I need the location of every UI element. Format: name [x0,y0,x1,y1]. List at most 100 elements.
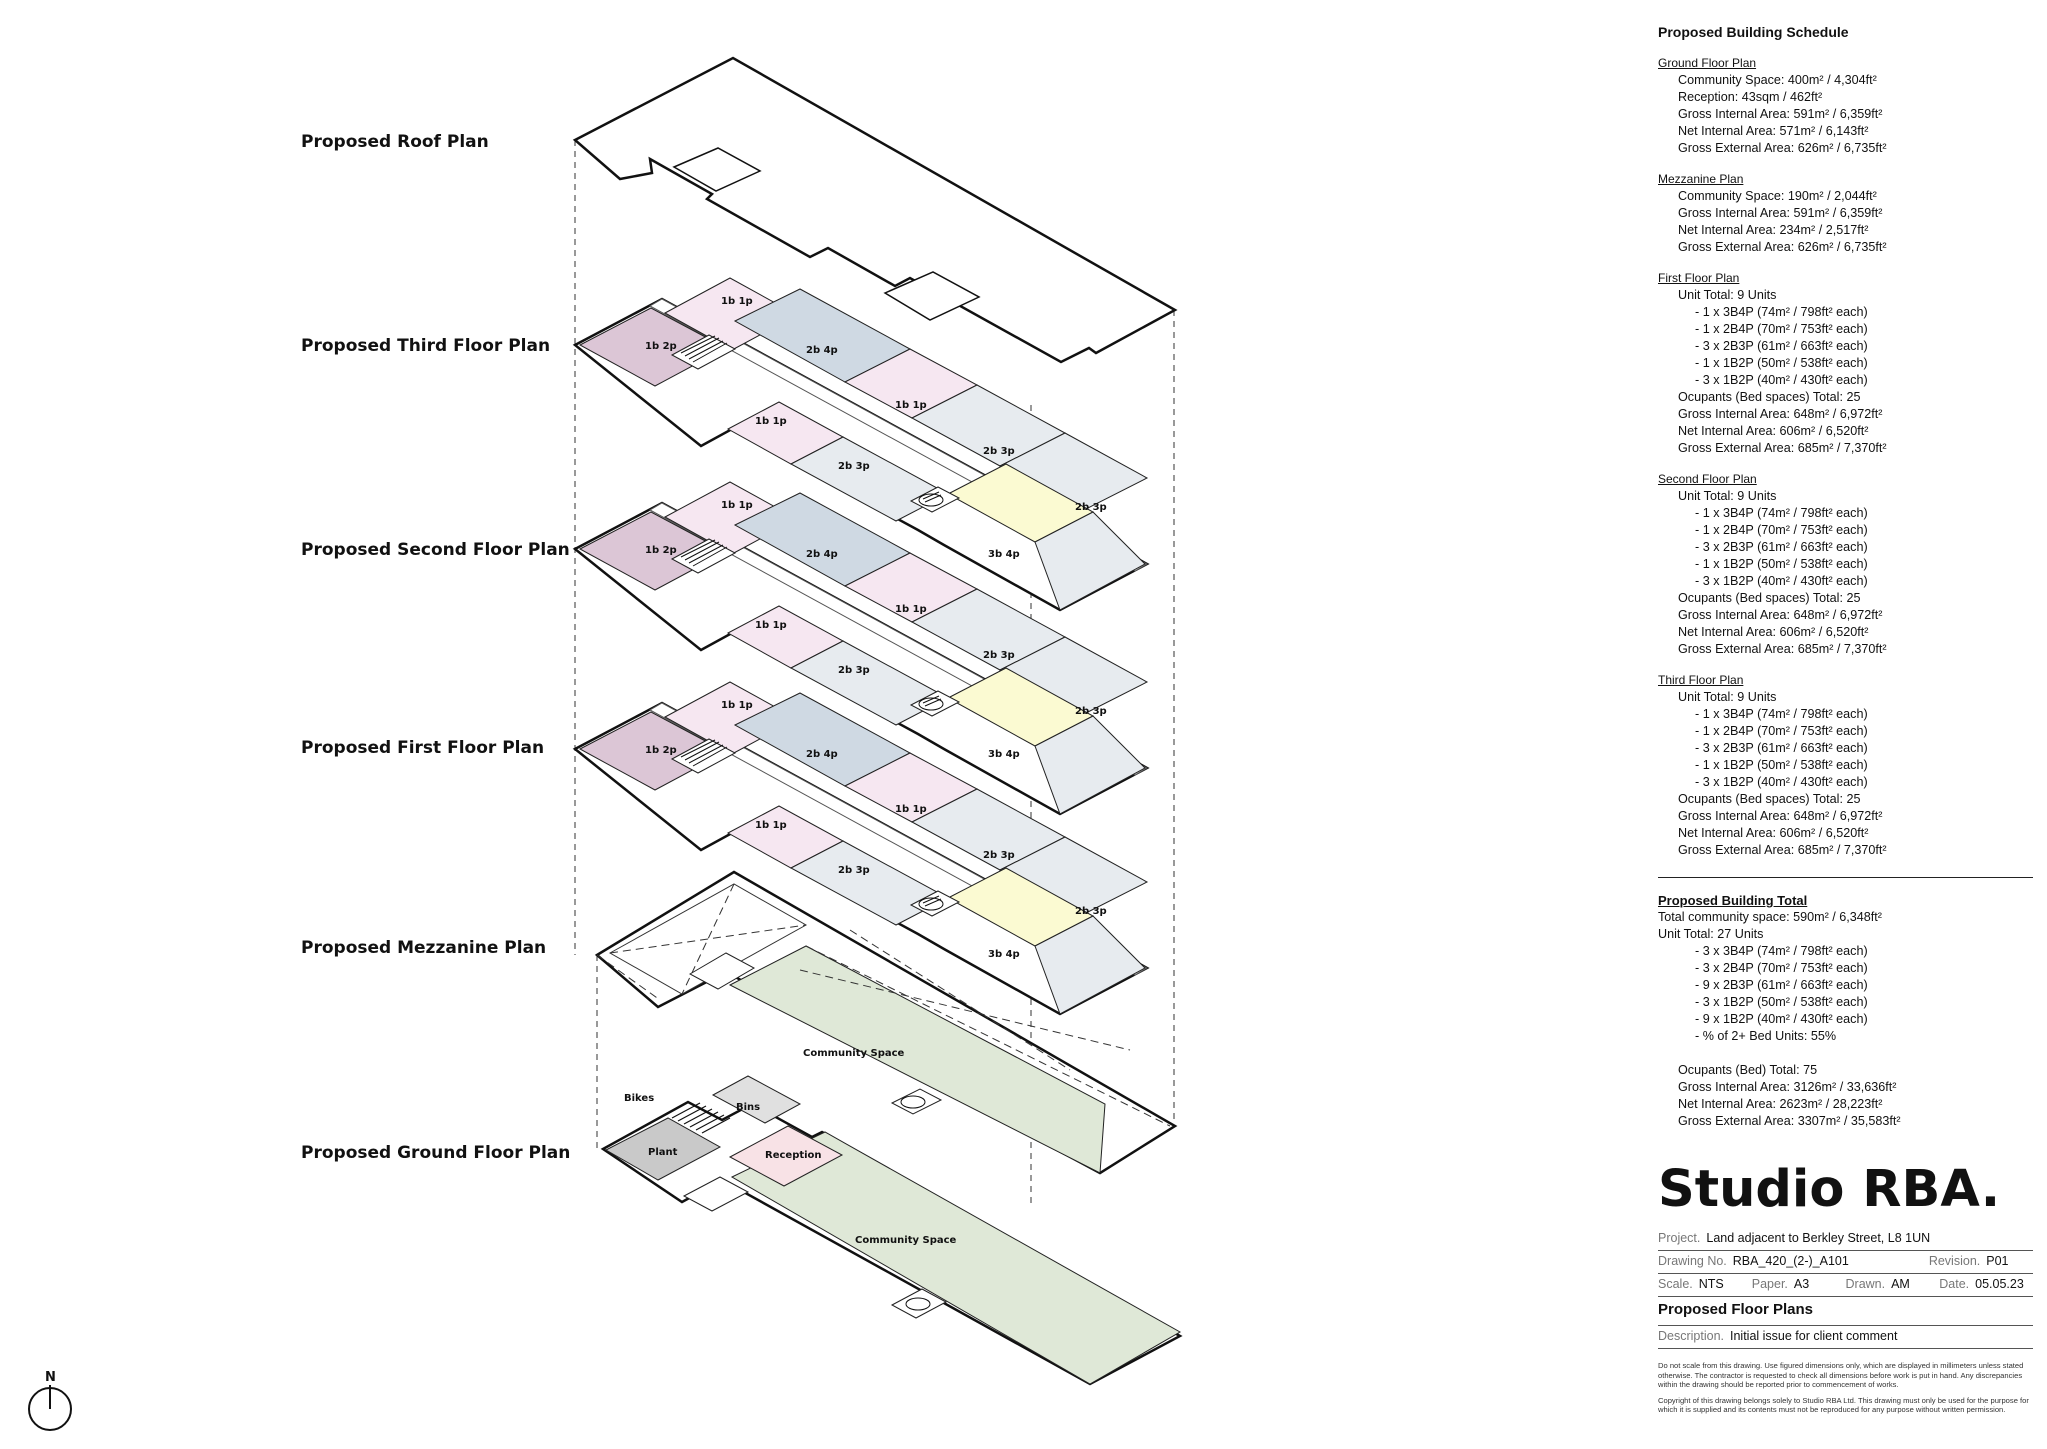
section-heading: Second Floor Plan [1658,472,1757,486]
revision-value: P01 [1986,1254,2009,1268]
paper-value: A3 [1793,1277,1810,1291]
schedule-line: Gross Internal Area: 591m² / 6,359ft² [1678,206,1883,220]
label-1b1p: 1b 1p [895,604,927,615]
schedule-line: - 1 x 2B4P (70m² / 753ft² each) [1695,724,1868,738]
label-3b4p: 3b 4p [988,749,1020,760]
schedule-line: Ocupants (Bed spaces) Total: 25 [1678,792,1861,806]
section-heading: Proposed Building Total [1658,893,1808,908]
label-2b3p: 2b 3p [838,461,870,472]
level-title-second: Proposed Second Floor Plan [301,540,570,560]
label-1b2p: 1b 2p [645,545,677,556]
date-value: 05.05.23 [1975,1277,2024,1291]
section-heading: Third Floor Plan [1658,673,1744,687]
label-plant: Plant [648,1147,678,1158]
label-2b4p: 2b 4p [806,345,838,356]
field-label: Scale. [1658,1277,1693,1291]
label-2b4p: 2b 4p [806,749,838,760]
schedule-line: Reception: 43sqm / 462ft² [1678,90,1823,104]
schedule-line: - 9 x 1B2P (40m² / 430ft² each) [1695,1012,1868,1026]
schedule-line: - 1 x 2B4P (70m² / 753ft² each) [1695,523,1868,537]
north-arrow-icon: N [28,1370,72,1431]
section-heading: Ground Floor Plan [1658,56,1757,70]
studio-logo: Studio RBA. [1658,1160,2001,1219]
project-row: Project.Land adjacent to Berkley Street,… [1658,1228,2033,1251]
schedule-line: Gross External Area: 3307m² / 35,583ft² [1678,1114,1901,1128]
field-label: Revision. [1928,1254,1981,1268]
schedule-second: Second Floor Plan Unit Total: 9 Units - … [1658,471,2033,658]
label-2b3p: 2b 3p [983,650,1015,661]
schedule-line: - 3 x 1B2P (50m² / 538ft² each) [1695,995,1868,1009]
schedule-line: Gross External Area: 626m² / 6,735ft² [1678,141,1887,155]
label-2b3p: 2b 3p [1075,706,1107,717]
label-bins: Bins [736,1102,760,1113]
schedule-line: - 1 x 3B4P (74m² / 798ft² each) [1695,305,1868,319]
schedule-line: - 3 x 1B2P (40m² / 430ft² each) [1695,574,1868,588]
drawing-number: RBA_420_(2-)_A101 [1732,1254,1849,1268]
schedule-line: - 1 x 1B2P (50m² / 538ft² each) [1695,758,1868,772]
label-bikes: Bikes [624,1093,654,1104]
field-label: Description. [1658,1329,1724,1343]
schedule-line: Community Space: 400m² / 4,304ft² [1678,73,1877,87]
schedule-line: - 3 x 1B2P (40m² / 430ft² each) [1695,775,1868,789]
label-2b3p: 2b 3p [838,665,870,676]
schedule-line: - 3 x 2B3P (61m² / 663ft² each) [1695,741,1868,755]
schedule-line: - 1 x 1B2P (50m² / 538ft² each) [1695,356,1868,370]
label-2b3p: 2b 3p [1075,906,1107,917]
schedule-line: Gross External Area: 685m² / 7,370ft² [1678,642,1887,656]
schedule-line: Unit Total: 9 Units [1678,690,1777,704]
title-block: Studio RBA. Project.Land adjacent to Ber… [1658,1160,2033,1415]
label-1b1p: 1b 1p [755,620,787,631]
label-1b1p: 1b 1p [721,700,753,711]
label-1b1p: 1b 1p [721,296,753,307]
schedule-line: Net Internal Area: 606m² / 6,520ft² [1678,424,1869,438]
label-2b4p: 2b 4p [806,549,838,560]
schedule-line: - 1 x 3B4P (74m² / 798ft² each) [1695,707,1868,721]
schedule-line: Gross External Area: 685m² / 7,370ft² [1678,441,1887,455]
field-label: Drawn. [1845,1277,1886,1291]
description-value: Initial issue for client comment [1730,1329,1898,1343]
schedule-line: Gross Internal Area: 648m² / 6,972ft² [1678,608,1883,622]
building-schedule: Proposed Building Schedule Ground Floor … [1658,24,2033,1130]
section-heading: First Floor Plan [1658,271,1740,285]
scale-row: Scale.NTS Paper.A3 Drawn.AM Date.05.05.2… [1658,1274,2033,1297]
ground-floor-plan [600,1075,1183,1386]
schedule-mezzanine: Mezzanine Plan Community Space: 190m² / … [1658,171,2033,256]
field-label: Paper. [1751,1277,1788,1291]
schedule-line: - 3 x 2B4P (70m² / 753ft² each) [1695,961,1868,975]
schedule-line: - 1 x 1B2P (50m² / 538ft² each) [1695,557,1868,571]
schedule-line: Gross External Area: 685m² / 7,370ft² [1678,843,1887,857]
field-label: Project. [1658,1231,1701,1245]
schedule-first: First Floor Plan Unit Total: 9 Units - 1… [1658,270,2033,457]
drawing-row: Drawing No. RBA_420_(2-)_A101 Revision. P0… [1658,1251,2033,1274]
field-label: Drawing No. [1658,1254,1727,1268]
schedule-line: Net Internal Area: 606m² / 6,520ft² [1678,826,1869,840]
drawn-value: AM [1891,1277,1910,1291]
schedule-line: Gross External Area: 626m² / 6,735ft² [1678,240,1887,254]
label-3b4p: 3b 4p [988,949,1020,960]
label-1b2p: 1b 2p [645,341,677,352]
schedule-line: Unit Total: 9 Units [1678,288,1777,302]
schedule-line: - 3 x 3B4P (74m² / 798ft² each) [1695,944,1868,958]
schedule-line: - 3 x 2B3P (61m² / 663ft² each) [1695,339,1868,353]
schedule-ground: Ground Floor Plan Community Space: 400m²… [1658,55,2033,157]
level-title-ground: Proposed Ground Floor Plan [301,1143,571,1163]
schedule-line: - 3 x 1B2P (40m² / 430ft² each) [1695,373,1868,387]
room-labels: 1b 2p 1b 1p 2b 4p 1b 1p 1b 1p 2b 3p 2b 3… [624,296,1107,1246]
label-reception: Reception [765,1150,822,1161]
label-2b3p: 2b 3p [838,865,870,876]
schedule-line: Unit Total: 9 Units [1678,489,1777,503]
bike-racks [671,1102,731,1134]
label-community-space-ground: Community Space [855,1235,957,1246]
schedule-line: - 3 x 2B3P (61m² / 663ft² each) [1695,540,1868,554]
label-1b1p: 1b 1p [755,820,787,831]
schedule-line: - 1 x 2B4P (70m² / 753ft² each) [1695,322,1868,336]
label-1b1p: 1b 1p [895,400,927,411]
isometric-floor-stack: 1b 2p 1b 1p 2b 4p 1b 1p 1b 1p 2b 3p 2b 3… [572,56,1183,1386]
mezzanine-plan [594,870,1178,1175]
label-1b1p: 1b 1p [721,500,753,511]
label-community-space-mezz: Community Space [803,1048,905,1059]
label-2b3p: 2b 3p [983,446,1015,457]
roof-plan [572,56,1178,364]
schedule-line: Net Internal Area: 571m² / 6,143ft² [1678,124,1869,138]
